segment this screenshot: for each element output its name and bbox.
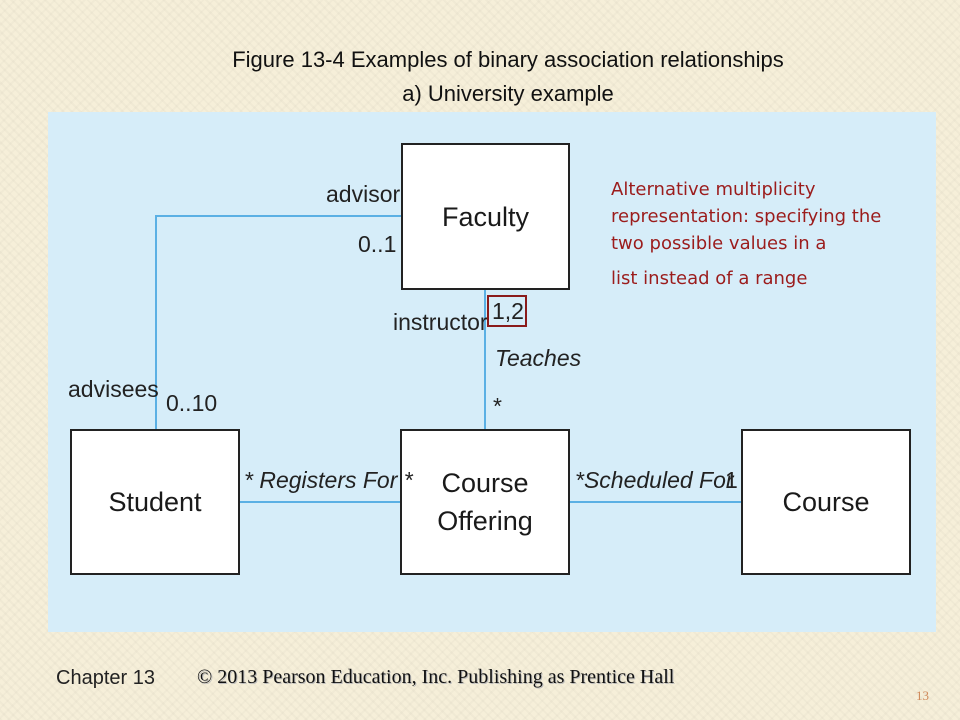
advisees-role-label: advisees <box>68 376 159 402</box>
course-offering-class-name: Course Offering <box>437 464 533 540</box>
scheduled-connector <box>569 501 742 503</box>
registers-connector <box>239 501 401 503</box>
multiplicity-highlight-box <box>487 295 527 327</box>
student-class-name: Student <box>108 487 202 517</box>
advisees-multiplicity: 0..10 <box>166 390 218 416</box>
figure-subtitle: a) University example <box>402 81 614 106</box>
faculty-class-name: Faculty <box>441 201 530 232</box>
registers-for-association-label: * Registers For * <box>244 467 413 493</box>
course-offering-class-box: Course Offering <box>400 429 570 575</box>
advisor-connector-vertical <box>155 215 157 429</box>
teaches-association-label: Teaches <box>495 345 582 371</box>
annotation-line2: list instead of a range <box>611 268 808 289</box>
instructor-role-label: instructor <box>393 309 488 335</box>
slide-number: 13 <box>916 688 929 703</box>
teaches-connector <box>484 290 486 429</box>
copyright-notice: © 2013 Pearson Education, Inc. Publishin… <box>197 666 675 688</box>
course-offering-name-line1: Course <box>441 468 529 498</box>
faculty-class-box: Faculty <box>401 143 570 290</box>
advisor-role-label: advisor <box>326 181 401 207</box>
student-class-box: Student <box>70 429 240 575</box>
teaches-multiplicity: * <box>493 393 502 419</box>
instructor-multiplicity: 1,2 <box>492 298 524 324</box>
course-class-name: Course <box>782 487 870 517</box>
chapter-label: Chapter 13 <box>56 667 155 689</box>
course-class-box: Course <box>741 429 911 575</box>
multiplicity-annotation: Alternative multiplicity representation:… <box>611 176 911 292</box>
advisor-connector-horizontal <box>155 215 401 217</box>
scheduled-for-multiplicity: 1 <box>725 467 738 493</box>
figure-title: Figure 13-4 Examples of binary associati… <box>232 47 784 72</box>
scheduled-for-association-label: *Scheduled For <box>575 467 734 493</box>
annotation-line1: Alternative multiplicity representation:… <box>611 179 882 254</box>
advisor-multiplicity: 0..1 <box>358 231 397 257</box>
course-offering-name-line2: Offering <box>437 506 533 536</box>
